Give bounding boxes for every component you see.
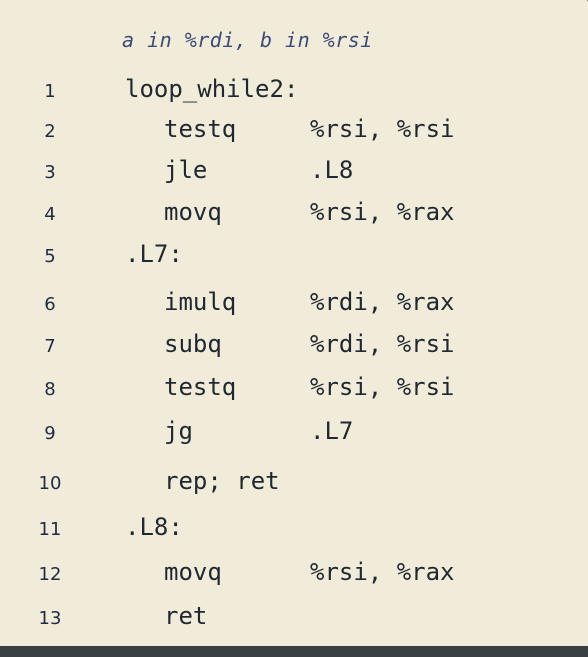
line-number: 8 <box>44 379 56 400</box>
operands: %rsi, %rsi <box>310 373 455 401</box>
code-line-8: 8 testq %rsi, %rsi <box>0 371 588 411</box>
register-assignment-comment: a in %rdi, b in %rsi <box>122 28 373 52</box>
instruction: jg <box>164 417 193 445</box>
line-number: 10 <box>38 473 62 494</box>
code-line-2: 2 testq %rsi, %rsi <box>0 113 588 153</box>
line-number: 6 <box>44 294 56 315</box>
line-number: 9 <box>44 423 56 444</box>
bottom-edge-bar <box>0 646 588 657</box>
operands: %rdi, %rax <box>310 288 455 316</box>
code-line-12: 12 movq %rsi, %rax <box>0 556 588 596</box>
code-line-11: 11 .L8: <box>0 511 588 551</box>
instruction: imulq <box>164 288 237 316</box>
line-number: 1 <box>44 81 56 102</box>
code-line-6: 6 imulq %rdi, %rax <box>0 286 588 326</box>
operands: .L8 <box>310 156 354 184</box>
instruction: rep; ret <box>164 467 280 495</box>
instruction: movq <box>164 198 222 226</box>
code-label: loop_while2: <box>125 75 299 103</box>
line-number: 12 <box>38 564 62 585</box>
line-number: 7 <box>44 336 56 357</box>
code-line-9: 9 jg .L7 <box>0 415 588 455</box>
operands: %rsi, %rsi <box>310 115 455 143</box>
operands: %rsi, %rax <box>310 558 455 586</box>
instruction: subq <box>164 330 222 358</box>
operands: .L7 <box>310 417 354 445</box>
code-line-7: 7 subq %rdi, %rsi <box>0 328 588 368</box>
line-number: 11 <box>38 519 62 540</box>
code-line-10: 10 rep; ret <box>0 465 588 505</box>
operands: %rdi, %rsi <box>310 330 455 358</box>
line-number: 5 <box>44 246 56 267</box>
code-label: .L8: <box>125 513 183 541</box>
line-number: 13 <box>38 608 62 629</box>
code-line-4: 4 movq %rsi, %rax <box>0 196 588 236</box>
instruction: movq <box>164 558 222 586</box>
operands: %rsi, %rax <box>310 198 455 226</box>
line-number: 3 <box>44 162 56 183</box>
line-number: 4 <box>44 204 56 225</box>
code-line-5: 5 .L7: <box>0 238 588 278</box>
line-number: 2 <box>44 121 56 142</box>
code-label: .L7: <box>125 240 183 268</box>
code-line-3: 3 jle .L8 <box>0 154 588 194</box>
code-line-13: 13 ret <box>0 600 588 640</box>
instruction: testq <box>164 115 237 143</box>
instruction: ret <box>164 602 208 630</box>
code-line-1: 1 loop_while2: <box>0 73 588 113</box>
instruction: jle <box>164 156 208 184</box>
instruction: testq <box>164 373 237 401</box>
